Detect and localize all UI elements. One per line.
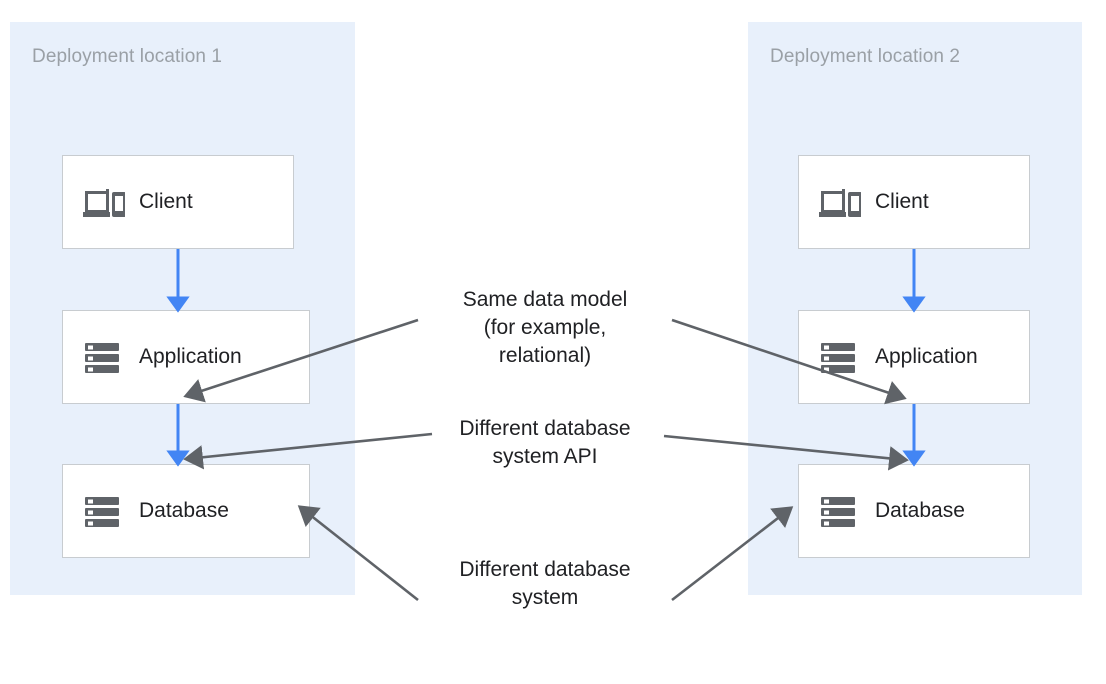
node-application-1-label: Application xyxy=(139,345,242,368)
annotation-different-database-system-api: Different database system API xyxy=(459,417,631,468)
node-database-2: Database xyxy=(798,464,1030,558)
deployment-zone-1-label: Deployment location 1 xyxy=(32,46,223,67)
devices-icon xyxy=(815,179,861,225)
node-database-1: Database xyxy=(62,464,310,558)
node-client-1-label: Client xyxy=(139,190,193,213)
annotation-different-database-system: Different database system xyxy=(459,558,631,609)
deployment-zone-2-label: Deployment location 2 xyxy=(770,46,961,67)
server-stack-icon xyxy=(79,334,125,380)
node-client-2-label: Client xyxy=(875,190,929,213)
node-client-2: Client xyxy=(798,155,1030,249)
node-client-1: Client xyxy=(62,155,294,249)
node-database-1-label: Database xyxy=(139,499,229,522)
node-application-1: Application xyxy=(62,310,310,404)
server-stack-icon xyxy=(79,488,125,534)
node-database-2-label: Database xyxy=(875,499,965,522)
server-stack-icon xyxy=(815,334,861,380)
devices-icon xyxy=(79,179,125,225)
node-application-2-label: Application xyxy=(875,345,978,368)
annotation-same-data-model: Same data model (for example, relational… xyxy=(462,288,628,367)
server-stack-icon xyxy=(815,488,861,534)
node-application-2: Application xyxy=(798,310,1030,404)
